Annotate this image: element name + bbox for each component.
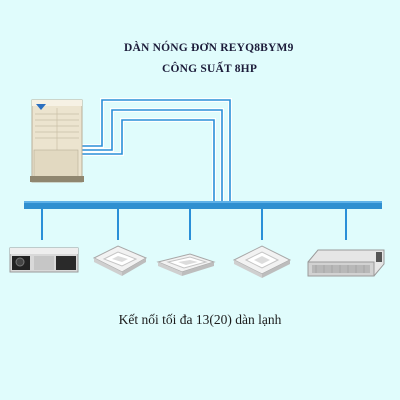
drop-lines [41,209,347,240]
daikin-outdoor-unit-icon [30,99,84,183]
refrigerant-pipes [82,98,232,205]
title-model: DÀN NÓNG ĐƠN REYQ8BYM9 [124,42,294,54]
cassette-unit-icon-3 [232,245,292,278]
concealed-ceiling-unit-icon [307,249,385,277]
title-capacity: CÔNG SUẤT 8HP [162,63,258,75]
cassette-unit-icon-1 [92,245,148,276]
cassette-unit-icon-2 [156,253,216,276]
caption-max-indoor-units: Kết nối tối đa 13(20) dàn lạnh [118,312,282,327]
header-pipe-bar [24,201,382,209]
duct-unit-icon [9,247,79,273]
